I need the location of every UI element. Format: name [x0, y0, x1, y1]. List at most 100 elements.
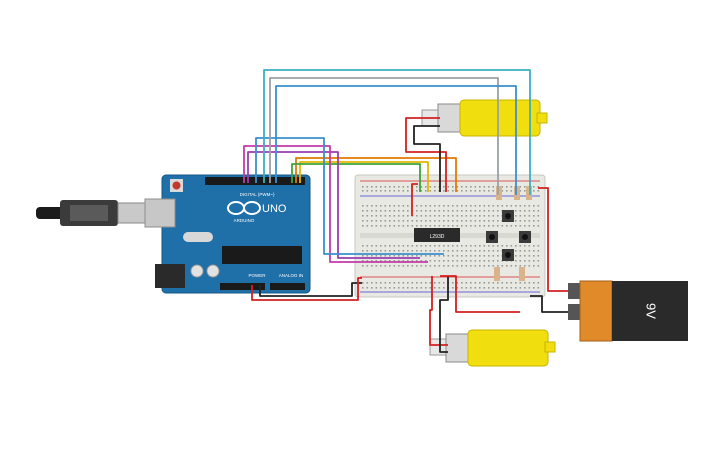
breadboard-hole — [402, 210, 405, 212]
usb-plug-metal — [117, 202, 149, 224]
breadboard-hole — [488, 287, 490, 289]
breadboard-hole — [452, 220, 454, 222]
breadboard-hole — [510, 205, 513, 207]
breadboard-hole — [488, 260, 490, 262]
breadboard-hole — [371, 265, 373, 267]
breadboard-hole — [438, 260, 441, 262]
breadboard-hole — [380, 282, 382, 284]
breadboard-hole — [407, 190, 409, 192]
breadboard-hole — [389, 186, 391, 188]
breadboard-hole — [470, 225, 472, 227]
breadboard-hole — [371, 190, 373, 192]
breadboard-hole — [537, 215, 540, 217]
breadboard-hole — [393, 205, 396, 207]
breadboard-hole — [407, 186, 409, 188]
breadboard-hole — [402, 220, 405, 222]
breadboard-hole — [443, 287, 445, 289]
breadboard-hole — [506, 287, 508, 289]
breadboard-hole — [510, 287, 513, 289]
breadboard-hole — [456, 186, 459, 188]
breadboard-hole — [384, 255, 387, 257]
breadboard-hole — [470, 282, 472, 284]
breadboard-hole — [452, 225, 454, 227]
breadboard-hole — [384, 250, 387, 252]
breadboard-hole — [488, 245, 490, 247]
breadboard-hole — [420, 210, 423, 212]
breadboard-hole — [425, 250, 427, 252]
breadboard-hole — [474, 220, 477, 222]
breadboard-hole — [375, 220, 378, 222]
breadboard-hole — [483, 190, 486, 192]
breadboard-hole — [456, 215, 459, 217]
breadboard-hole — [452, 186, 454, 188]
breadboard-hole — [479, 250, 481, 252]
breadboard-hole — [371, 287, 373, 289]
breadboard-hole — [519, 186, 522, 188]
battery-body — [612, 281, 688, 341]
breadboard-hole — [492, 245, 495, 247]
breadboard-hole — [519, 210, 522, 212]
breadboard-hole — [483, 245, 486, 247]
breadboard-hole — [456, 225, 459, 227]
wire-purple — [247, 151, 420, 259]
breadboard-hole — [492, 190, 495, 192]
breadboard-hole — [497, 282, 499, 284]
breadboard-hole — [497, 260, 499, 262]
breadboard-hole — [407, 245, 409, 247]
breadboard-hole — [371, 205, 373, 207]
breadboard-hole — [380, 205, 382, 207]
breadboard-hole — [501, 205, 504, 207]
breadboard-hole — [443, 255, 445, 257]
breadboard-hole — [488, 210, 490, 212]
breadboard-hole — [425, 190, 427, 192]
breadboard-hole — [501, 225, 504, 227]
breadboard-hole — [402, 190, 405, 192]
breadboard-hole — [533, 282, 535, 284]
breadboard-hole — [483, 287, 486, 289]
breadboard-hole — [429, 190, 432, 192]
breadboard-hole — [416, 245, 418, 247]
breadboard-hole — [465, 287, 468, 289]
breadboard-hole — [465, 265, 468, 267]
breadboard-hole — [456, 265, 459, 267]
breadboard-hole — [515, 255, 517, 257]
breadboard-hole — [443, 245, 445, 247]
breadboard-hole — [524, 215, 526, 217]
breadboard-hole — [389, 287, 391, 289]
breadboard-hole — [362, 225, 364, 227]
breadboard-hole — [393, 220, 396, 222]
breadboard-hole — [524, 282, 526, 284]
breadboard-hole — [515, 250, 517, 252]
breadboard-hole — [519, 225, 522, 227]
breadboard-hole — [366, 250, 369, 252]
breadboard-hole — [470, 205, 472, 207]
breadboard-hole — [425, 255, 427, 257]
breadboard-hole — [515, 265, 517, 267]
arduino-board: DIGITAL (PWM~) UNO ARDUINO POWER ANALOG … — [144, 174, 311, 294]
breadboard-hole — [443, 250, 445, 252]
breadboard-hole — [371, 260, 373, 262]
breadboard-hole — [438, 255, 441, 257]
breadboard-hole — [371, 215, 373, 217]
breadboard-hole — [375, 265, 378, 267]
breadboard-hole — [375, 210, 378, 212]
breadboard-hole — [470, 190, 472, 192]
breadboard-hole — [398, 287, 400, 289]
breadboard-hole — [380, 210, 382, 212]
breadboard-hole — [533, 255, 535, 257]
reset-button[interactable] — [172, 181, 181, 190]
breadboard-hole — [492, 210, 495, 212]
breadboard-hole — [524, 245, 526, 247]
breadboard-hole — [375, 250, 378, 252]
usb-plug-grip — [70, 205, 108, 221]
breadboard-hole — [474, 287, 477, 289]
breadboard-hole — [420, 245, 423, 247]
breadboard-hole — [429, 245, 432, 247]
breadboard-hole — [465, 186, 468, 188]
breadboard-hole — [515, 245, 517, 247]
breadboard-hole — [474, 250, 477, 252]
breadboard-hole — [533, 225, 535, 227]
breadboard-hole — [366, 260, 369, 262]
breadboard-hole — [420, 220, 423, 222]
breadboard-hole — [479, 190, 481, 192]
